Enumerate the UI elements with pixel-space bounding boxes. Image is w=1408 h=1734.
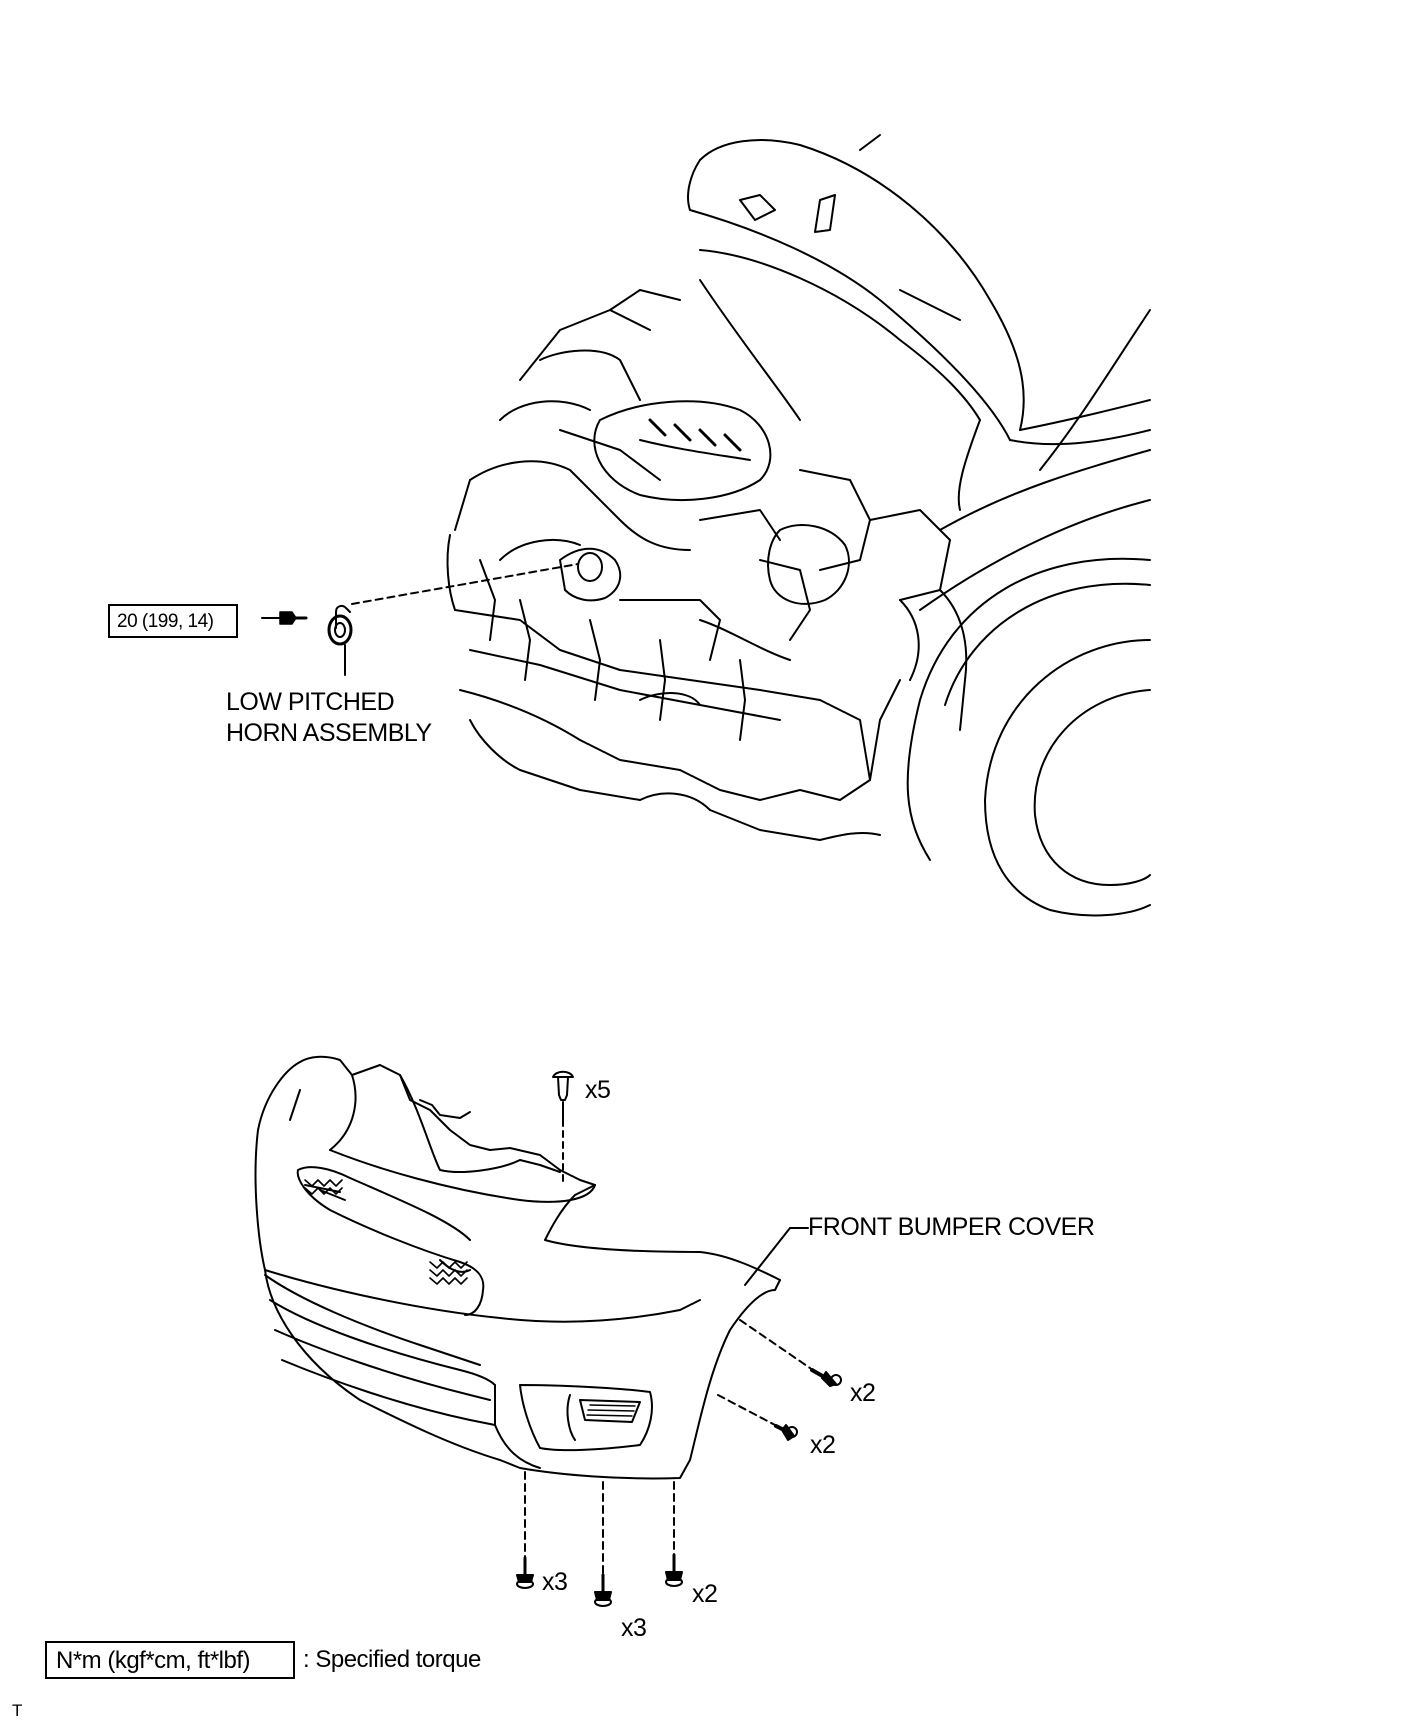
horn-assembly-label: LOW PITCHED HORN ASSEMBLY	[226, 687, 432, 750]
front-bumper-cover-illustration	[254, 1055, 781, 1480]
bolt-bottom-center-qty: x3	[621, 1614, 647, 1642]
clip-top-qty: x5	[585, 1076, 611, 1104]
horn-torque-box: 20 (199, 14)	[108, 604, 238, 638]
horn-mount-dashed-line	[351, 563, 579, 605]
horn-label-line2: HORN ASSEMBLY	[226, 719, 432, 748]
bumper-cover-leader-line	[744, 1227, 809, 1286]
front-bumper-cover-label: FRONT BUMPER COVER	[808, 1213, 1095, 1241]
bolt-bottom-right-icon	[665, 1481, 683, 1587]
horn-assembly-icon	[327, 604, 353, 676]
bolt-bottom-left-qty: x3	[542, 1568, 568, 1596]
horn-bolt-icon	[261, 611, 308, 625]
bolt-bottom-right-qty: x2	[692, 1580, 718, 1608]
screw-right-upper-icon	[739, 1319, 842, 1387]
torque-value: 20 (199, 14)	[117, 611, 214, 632]
bolt-bottom-left-icon	[516, 1471, 534, 1589]
legend-description: : Specified torque	[303, 1646, 481, 1673]
footer-code: T	[12, 1701, 22, 1720]
bolt-bottom-center-icon	[594, 1481, 612, 1607]
clip-top-icon	[552, 1070, 574, 1183]
horn-label-line1: LOW PITCHED	[226, 688, 395, 716]
screw-right-upper-qty: x2	[850, 1379, 876, 1407]
screw-right-lower-icon	[717, 1394, 798, 1441]
legend-torque-units: N*m (kgf*cm, ft*lbf)	[56, 1647, 251, 1674]
screw-right-lower-qty: x2	[810, 1431, 836, 1459]
legend-torque-box: N*m (kgf*cm, ft*lbf)	[45, 1641, 295, 1679]
vehicle-front-illustration	[446, 134, 1151, 917]
